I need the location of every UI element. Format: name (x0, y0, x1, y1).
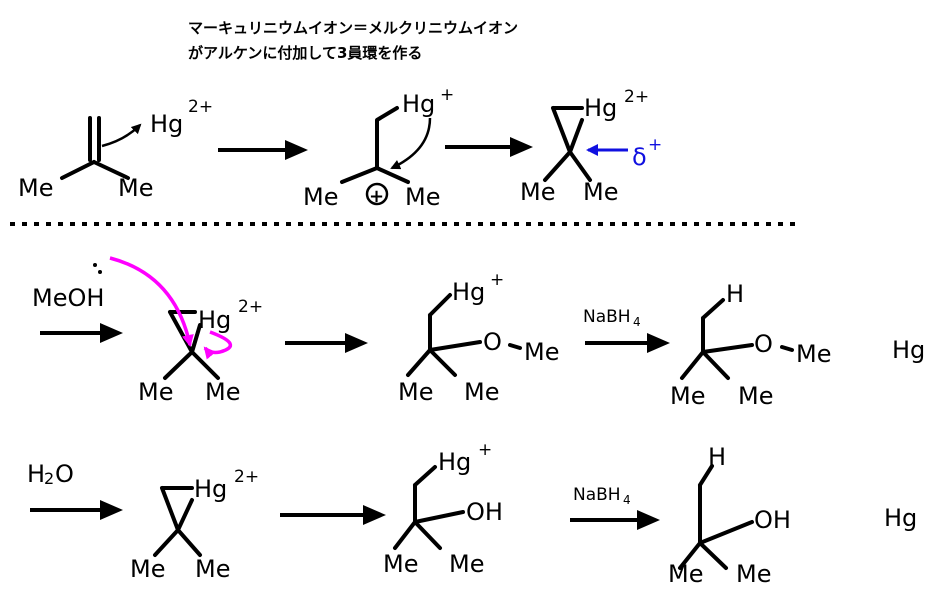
methyl-ether-product: H O Me Me Me (670, 280, 831, 410)
mercury-byproduct: Hg (884, 504, 917, 532)
title-line2: がアルケンに付加して3員環を作る (188, 44, 422, 62)
reaction-arrow (40, 323, 123, 343)
structure-label: H (708, 443, 726, 471)
mercury-byproduct: Hg (892, 336, 925, 364)
structure-label: Me (195, 555, 230, 583)
structure-label: O (55, 460, 74, 488)
structure-label: Hg (452, 278, 485, 306)
structure-label: 2+ (234, 467, 259, 487)
structure-label: Me (583, 178, 618, 206)
structure-label: NaBH (583, 307, 631, 327)
structure-label: Me (205, 378, 240, 406)
structure-label: Me (736, 560, 771, 588)
structure-label: Me (520, 178, 555, 206)
reaction-arrow (285, 333, 368, 353)
mercurinium-ion-water: Hg 2+ Me Me (130, 467, 259, 583)
title-line1: マーキュリニウムイオン＝メルクリニウムイオン (188, 19, 518, 37)
structure-label: NaBH (573, 485, 621, 505)
structure-label: + (648, 135, 662, 155)
reaction-arrow (585, 333, 670, 353)
mercurinium-attack: Hg 2+ Me Me (109, 256, 263, 406)
structure-label: + (490, 270, 504, 290)
structure-label: 2+ (188, 97, 213, 117)
methoxy-organomercury: Hg + O Me Me Me (398, 270, 559, 406)
structure-label: Me (738, 382, 773, 410)
reaction-arrow (280, 505, 386, 525)
structure-label: OH (466, 498, 503, 526)
reaction-arrow (218, 140, 308, 160)
structure-label: Hg (198, 306, 231, 334)
structure-label: O (754, 330, 773, 358)
methanol-reagent: MeOH (32, 263, 104, 312)
reaction-arrow (30, 500, 123, 520)
structure-label: Me (670, 382, 705, 410)
structure-label: Me (303, 183, 338, 211)
structure-label: H (726, 280, 744, 308)
structure-label: 2+ (624, 87, 649, 107)
structure-label: Me (398, 378, 433, 406)
structure-label: + (440, 85, 454, 105)
structure-label: Hg (194, 475, 227, 503)
structure-label: Me (668, 560, 703, 588)
structure-label: Me (138, 378, 173, 406)
structure-label: + (478, 440, 492, 460)
hydroxy-organomercury: Hg + OH Me Me (383, 440, 503, 578)
structure-label: Me (130, 555, 165, 583)
plus-circle-icon (365, 182, 389, 206)
structure-label: OH (754, 506, 791, 534)
structure-label: Me (18, 174, 53, 202)
structure-label: 2 (44, 469, 54, 488)
structure-label: Hg (402, 90, 435, 118)
structure-label: Me (118, 174, 153, 202)
reaction-arrow (445, 137, 533, 157)
structure-label: + (369, 186, 384, 207)
structure-label: Me (524, 338, 559, 366)
structure-label: Hg (150, 110, 183, 138)
structure-label: Me (796, 340, 831, 368)
structure-label: 2+ (238, 297, 263, 317)
structure-label: Hg (584, 94, 617, 122)
reaction-arrow (570, 510, 660, 530)
structure-label: Hg (438, 448, 471, 476)
water-reagent: H 2 O (27, 460, 74, 488)
alkene: Me Me Hg 2+ (18, 97, 213, 202)
carbocation: Hg + Me + Me (303, 85, 454, 211)
structure-label: Me (449, 550, 484, 578)
structure-label: 4 (623, 493, 631, 507)
structure-label: H (27, 460, 45, 488)
structure-label: Me (464, 378, 499, 406)
structure-label: O (483, 328, 502, 356)
structure-label: δ (632, 143, 647, 171)
structure-label: MeOH (32, 284, 104, 312)
structure-label: Me (383, 550, 418, 578)
structure-label: Me (405, 183, 440, 211)
alcohol-product: H OH Me Me (668, 443, 791, 588)
structure-label: 4 (633, 315, 641, 329)
mercurinium-ion: Hg 2+ Me Me δ + (520, 87, 662, 206)
